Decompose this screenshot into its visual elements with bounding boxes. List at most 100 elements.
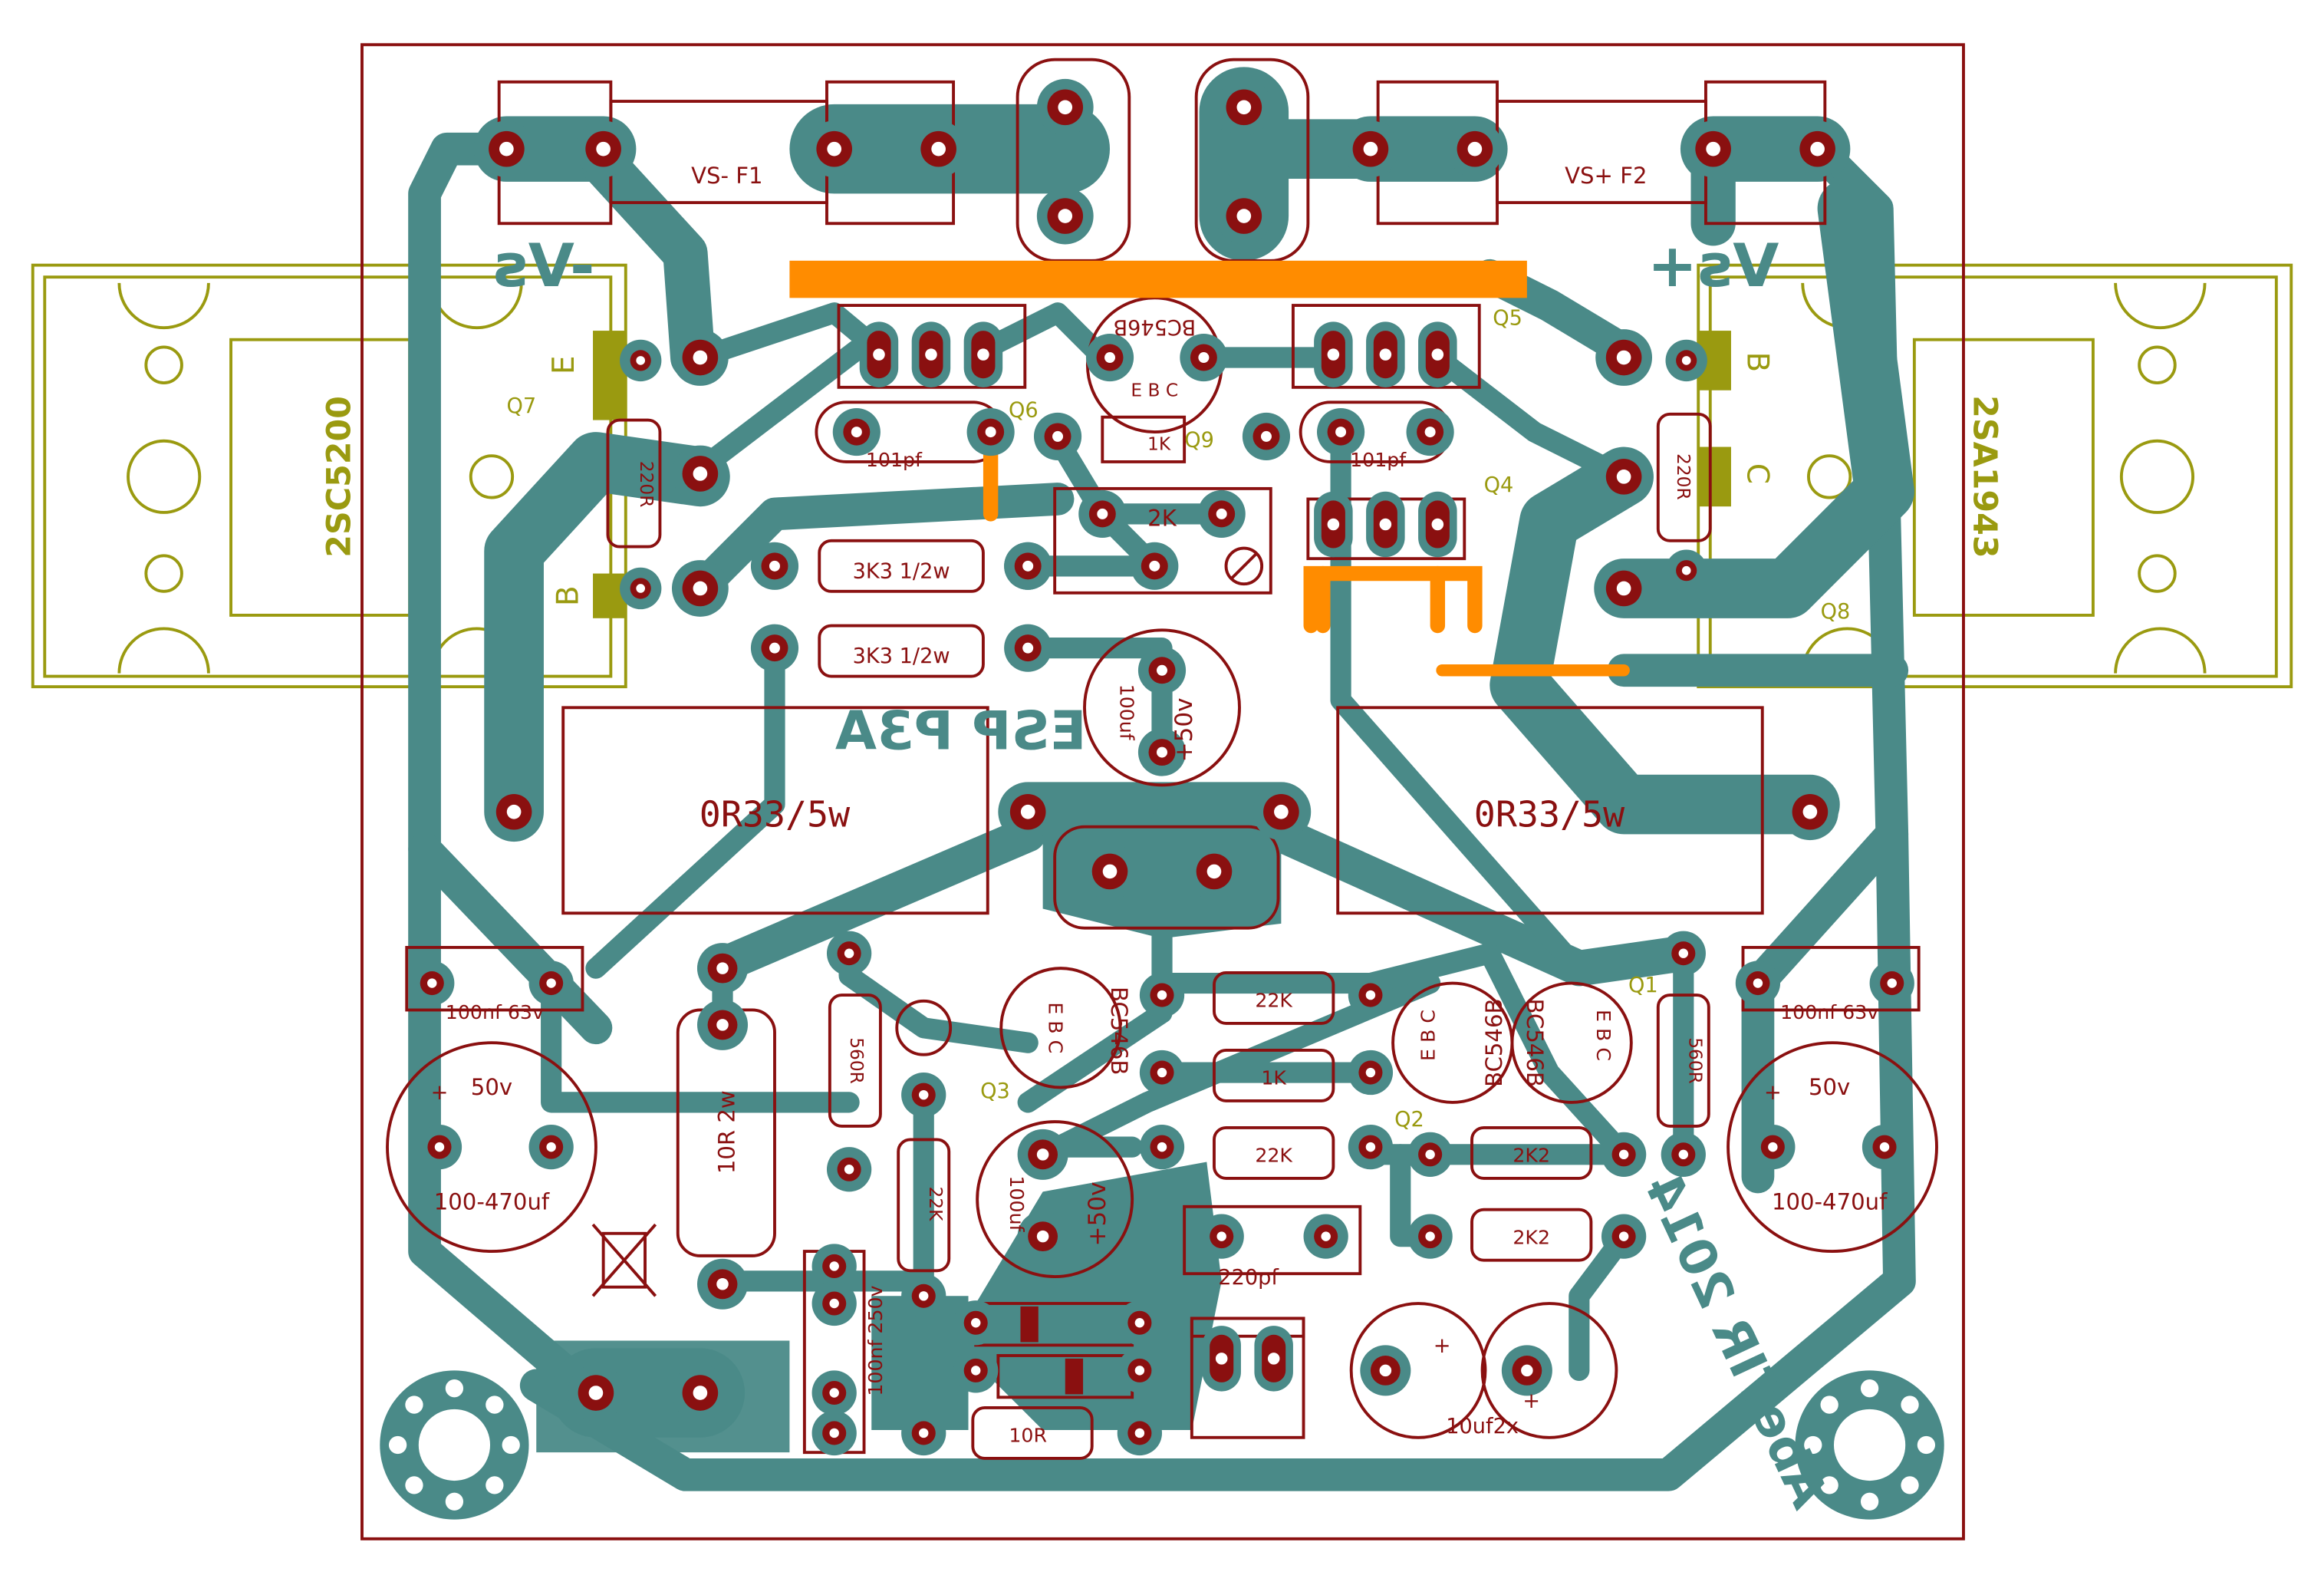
- q9-pins: E B C: [1131, 381, 1178, 401]
- q7-part-label: 2SC5200: [320, 396, 358, 558]
- pad-hole: [829, 1261, 839, 1271]
- pad-hole: [1681, 356, 1691, 365]
- r-22k-vert-label: 22K: [925, 1186, 946, 1221]
- r-220-left-label: 220R: [636, 461, 657, 508]
- q2-label: Q2: [1394, 1108, 1424, 1132]
- cap-10uf-label: 10uf2x: [1446, 1415, 1519, 1438]
- emitter-left-label: 0R33/5w: [700, 794, 851, 835]
- pad-hole: [844, 948, 854, 958]
- pad-hole: [1802, 804, 1818, 819]
- pad-hole: [693, 581, 708, 596]
- pad-hole: [1424, 427, 1436, 438]
- pad-hole: [1022, 560, 1034, 572]
- pad-hole: [1198, 352, 1210, 364]
- pad-hole: [588, 1386, 604, 1400]
- pad-hole: [546, 1142, 556, 1152]
- cap-big-left-v: 50v: [471, 1074, 512, 1100]
- q1-part-label: BC546B: [1522, 999, 1548, 1087]
- pad-hole: [716, 962, 729, 974]
- mounting-hole-right: [1795, 1370, 1944, 1520]
- pad-hole: [1379, 518, 1392, 531]
- pad-hole: [1616, 350, 1631, 365]
- q1-pins: E B C: [1592, 1010, 1615, 1061]
- pad-hole: [506, 804, 522, 819]
- board-outline: [360, 43, 1965, 1541]
- pad-hole: [919, 1089, 929, 1100]
- pad-hole: [1431, 348, 1444, 361]
- plus-big-right: +: [1764, 1081, 1782, 1105]
- brand-label: ESP P3A: [835, 700, 1087, 763]
- pad-hole: [1618, 1149, 1629, 1160]
- pad-hole: [1425, 1149, 1435, 1160]
- q8-part-label: 2SA1943: [1966, 395, 2004, 558]
- pad-hole: [1678, 948, 1689, 958]
- q1-label: Q1: [1628, 974, 1658, 997]
- rail-right-label: Vs+: [1648, 232, 1779, 301]
- cap-101-left-label: 101pf: [866, 449, 923, 471]
- r-3k3-a-label: 3K3 1/2w: [853, 559, 950, 583]
- pad-hole: [873, 348, 885, 361]
- emitter-right-label: 0R33/5w: [1474, 794, 1625, 835]
- pad-hole: [1810, 141, 1825, 157]
- r-2k2-b-label: 2K2: [1513, 1226, 1550, 1248]
- cap-100uf-top-label: 100uf: [1116, 684, 1138, 741]
- r-3k3-b-label: 3K3 1/2w: [853, 644, 950, 668]
- pad-hole: [1157, 1067, 1167, 1078]
- plus-10uf-a: +: [1434, 1334, 1451, 1358]
- pad-hole: [636, 356, 646, 365]
- r-22k-b-label: 22K: [1255, 1145, 1293, 1167]
- pad-hole: [1768, 1142, 1778, 1152]
- q7-e-label: E: [547, 355, 581, 374]
- r-22k-a-label: 22K: [1255, 990, 1293, 1012]
- cap-100uf-mid-v: +50v: [1084, 1182, 1111, 1247]
- pad-hole: [829, 1298, 839, 1309]
- pad-hole: [970, 1366, 981, 1376]
- cap-100nf-right-label: 100nf 63v: [1780, 1001, 1878, 1023]
- plus-10uf-b: +: [1522, 1389, 1540, 1413]
- trim-2k-label: 2K: [1147, 505, 1177, 531]
- pad-hole: [844, 1165, 854, 1175]
- pad-hole: [1365, 1067, 1376, 1078]
- pad-hole: [1321, 1231, 1331, 1241]
- pad-hole: [1157, 990, 1167, 1000]
- pad-hole: [1521, 1364, 1533, 1377]
- pad-hole: [499, 141, 514, 157]
- pad-hole: [716, 1019, 729, 1031]
- pad-hole: [1157, 746, 1167, 758]
- pad-hole: [919, 1291, 929, 1301]
- pad-hole: [596, 141, 611, 157]
- q6-label: Q6: [1009, 399, 1039, 423]
- silk-text: VS- F1 VS+ F2 3K3 1/2w 3K3 1/2w 101pf 10…: [431, 163, 1888, 1447]
- pad-hole: [1104, 352, 1116, 364]
- pad-hole: [1618, 1231, 1629, 1241]
- cap-100uf-top-v: +50v: [1170, 697, 1198, 762]
- pad-hole: [851, 427, 862, 438]
- pad-hole: [434, 1142, 445, 1152]
- pad-hole: [985, 427, 996, 438]
- pad-hole: [1058, 209, 1073, 223]
- pad-hole: [977, 348, 989, 361]
- pad-hole: [1097, 508, 1108, 519]
- fuse-left-label: VS- F1: [691, 163, 762, 189]
- pad-hole: [1236, 209, 1252, 223]
- cap-big-right-val: 100-470uf: [1772, 1189, 1888, 1215]
- mounting-hole-left: [380, 1370, 529, 1520]
- pad-hole: [1036, 1148, 1049, 1161]
- pad-hole: [1149, 560, 1160, 572]
- pad-hole: [1425, 1231, 1435, 1241]
- pad-hole: [1216, 508, 1227, 519]
- r-1k-mid-label: 1K: [1261, 1067, 1287, 1089]
- pad-hole: [1206, 864, 1222, 879]
- pad-hole: [1616, 470, 1631, 484]
- pad-hole: [829, 1428, 839, 1438]
- pad-hole: [769, 560, 780, 572]
- pad-hole: [1157, 664, 1167, 676]
- pad-hole: [693, 350, 708, 365]
- fuse-right-label: VS+ F2: [1565, 163, 1647, 189]
- pad-hole: [1134, 1366, 1145, 1376]
- pad-hole: [1267, 1353, 1280, 1365]
- q3-part-label: BC546B: [1106, 987, 1132, 1075]
- pad-hole: [1753, 978, 1763, 988]
- r-2k2-a-label: 2K2: [1513, 1145, 1550, 1167]
